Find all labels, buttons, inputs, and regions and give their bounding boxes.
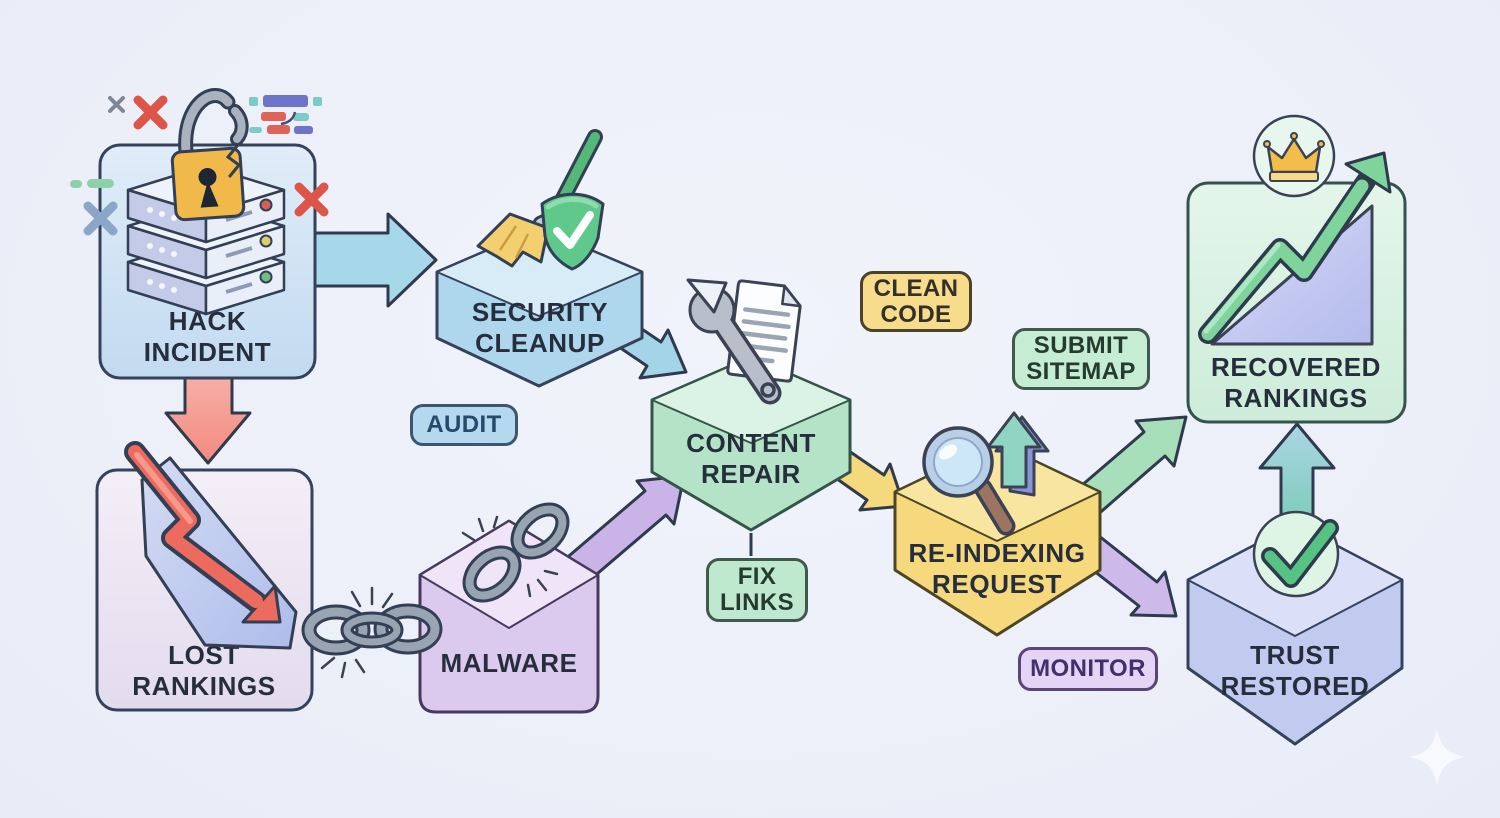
content-repair-label: CONTENT REPAIR — [651, 428, 851, 490]
trust-restored-label: TRUST RESTORED — [1195, 640, 1395, 702]
hack-incident-line1: HACK — [168, 306, 247, 336]
content-repair-line2: REPAIR — [701, 459, 801, 489]
reindexing-request-line2: REQUEST — [932, 569, 1062, 599]
security-cleanup-line2: CLEANUP — [475, 328, 605, 358]
hack-incident-label: HACK INCIDENT — [105, 306, 310, 368]
recovered-rankings-line2: RANKINGS — [1224, 383, 1368, 413]
arrow-reindex-to-recovered — [1072, 415, 1188, 519]
malware-line1: MALWARE — [440, 648, 578, 678]
lost-rankings-line1: LOST — [168, 640, 240, 670]
audit-tag: AUDIT — [410, 404, 518, 446]
malware-pentagon — [418, 519, 600, 714]
lost-rankings-label: LOST RANKINGS — [104, 640, 304, 702]
hack-incident-line2: INCIDENT — [143, 337, 272, 367]
trust-restored-line1: TRUST — [1250, 640, 1340, 670]
fix-links-line1: FIX — [737, 563, 777, 590]
recovered-rankings-line1: RECOVERED — [1210, 352, 1382, 382]
arrow-hack-to-security — [308, 212, 438, 308]
reindexing-request-label: RE-INDEXING REQUEST — [892, 538, 1102, 600]
security-cleanup-line1: SECURITY — [471, 297, 609, 327]
monitor-tag: MONITOR — [1018, 647, 1158, 691]
submit-sitemap-tag: SUBMIT SITEMAP — [1012, 328, 1150, 390]
security-cleanup-label: SECURITY CLEANUP — [440, 297, 640, 359]
trust-restored-line2: RESTORED — [1220, 671, 1370, 701]
content-repair-line1: CONTENT — [686, 428, 816, 458]
lost-rankings-line2: RANKINGS — [132, 671, 276, 701]
fix-links-tag: FIX LINKS — [706, 558, 808, 622]
malware-label: MALWARE — [419, 648, 599, 679]
fix-links-line2: LINKS — [720, 589, 794, 616]
trust-restored-hexagon — [1186, 522, 1404, 746]
audit-tag-text: AUDIT — [426, 411, 502, 438]
submit-sitemap-line1: SUBMIT — [1033, 332, 1129, 359]
monitor-tag-text: MONITOR — [1030, 655, 1146, 682]
recovered-rankings-label: RECOVERED RANKINGS — [1196, 352, 1396, 414]
submit-sitemap-line2: SITEMAP — [1026, 358, 1136, 385]
clean-code-tag: CLEAN CODE — [860, 271, 972, 332]
clean-code-line2: CODE — [880, 300, 952, 328]
reindexing-request-line1: RE-INDEXING — [908, 538, 1086, 568]
clean-code-line1: CLEAN — [873, 274, 959, 302]
